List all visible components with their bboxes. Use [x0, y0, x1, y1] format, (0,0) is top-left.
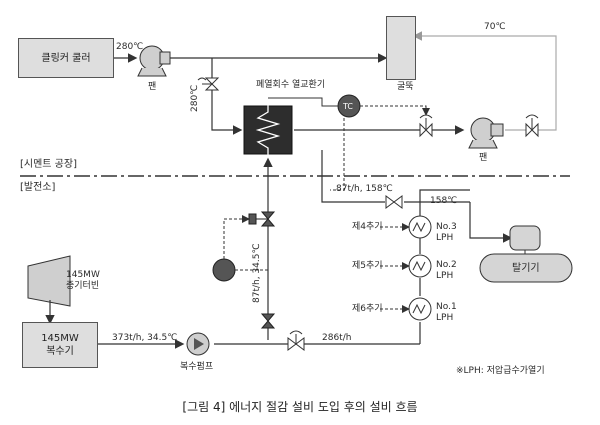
- label-158: 158℃: [430, 196, 458, 206]
- valve-gas-1: [419, 114, 433, 138]
- label-fan-left: 팬: [148, 82, 157, 92]
- label-lph2: No.2 LPH: [436, 260, 457, 281]
- footnote: ※LPH: 저압급수가열기: [456, 366, 545, 376]
- condensate-pump-symbol: [186, 332, 210, 356]
- condenser-label: 145MW 복수기: [41, 333, 79, 357]
- signal-flow: [223, 215, 250, 259]
- label-286: 286t/h: [322, 333, 352, 343]
- valve-gas-2: [525, 114, 539, 138]
- label-heater-4: 제4추기: [352, 222, 383, 232]
- turbine-symbol: [27, 255, 71, 307]
- pipe-lph-top: [419, 189, 470, 216]
- lph3-symbol: [408, 215, 432, 239]
- valve-main: [287, 330, 305, 351]
- signal-tc-valve: [360, 105, 430, 116]
- label-heater-6: 제6추기: [352, 304, 383, 314]
- chimney-box: [386, 16, 416, 80]
- clinker-cooler-label: 클링커 쿨러: [41, 52, 91, 64]
- label-heat-exchanger: 폐열회수 열교환기: [256, 80, 326, 90]
- label-heater-5: 제5추기: [352, 261, 383, 271]
- fan-right-symbol: [468, 117, 504, 149]
- control-valve-feed: [248, 211, 276, 227]
- heat-exchanger: [243, 98, 293, 162]
- label-280-side: 280℃: [190, 84, 200, 112]
- valve-hot-water: [385, 195, 403, 209]
- condenser-box: 145MW 복수기: [22, 322, 98, 368]
- lph1-symbol: [408, 297, 432, 321]
- label-fan-right: 팬: [479, 153, 488, 163]
- label-373: 373t/h, 34.5℃: [112, 333, 178, 343]
- label-lph1: No.1 LPH: [436, 302, 457, 323]
- label-condensate-pump: 복수펌프: [180, 362, 214, 372]
- section-cement: [시멘트 공장]: [20, 159, 77, 170]
- label-87-345: 87t/h, 34.5℃: [252, 243, 262, 303]
- label-lph3: No.3 LPH: [436, 222, 457, 243]
- valve-feed-bottom: [260, 313, 276, 329]
- label-70: 70℃: [484, 22, 506, 32]
- pipe-to-deaerator-b: [469, 202, 513, 243]
- label-turbine: 145MW 증기터빈: [66, 270, 100, 291]
- label-280-top: 280℃: [116, 42, 144, 52]
- label-deaerator: 탈기기: [512, 263, 540, 274]
- damper-branch: [197, 77, 220, 91]
- section-power: [발전소]: [20, 182, 56, 193]
- lph2-symbol: [408, 254, 432, 278]
- flow-controller: [212, 258, 236, 282]
- pipe-branch-hx: [211, 58, 243, 135]
- label-tc: TC: [343, 102, 354, 111]
- label-87-158: 87t/h, 158℃: [336, 184, 393, 194]
- clinker-cooler-box: 클링커 쿨러: [18, 38, 114, 78]
- figure-caption: [그림 4] 에너지 절감 설비 도입 후의 설비 흐름: [182, 400, 418, 414]
- fan-left-symbol: [137, 45, 171, 77]
- label-chimney: 굴뚝: [397, 82, 414, 92]
- pipe-hx-outlet: [321, 150, 385, 203]
- signal-tc-down: [330, 118, 345, 191]
- pipe-hx-tc: [268, 97, 338, 107]
- deaerator-symbol: [479, 225, 573, 283]
